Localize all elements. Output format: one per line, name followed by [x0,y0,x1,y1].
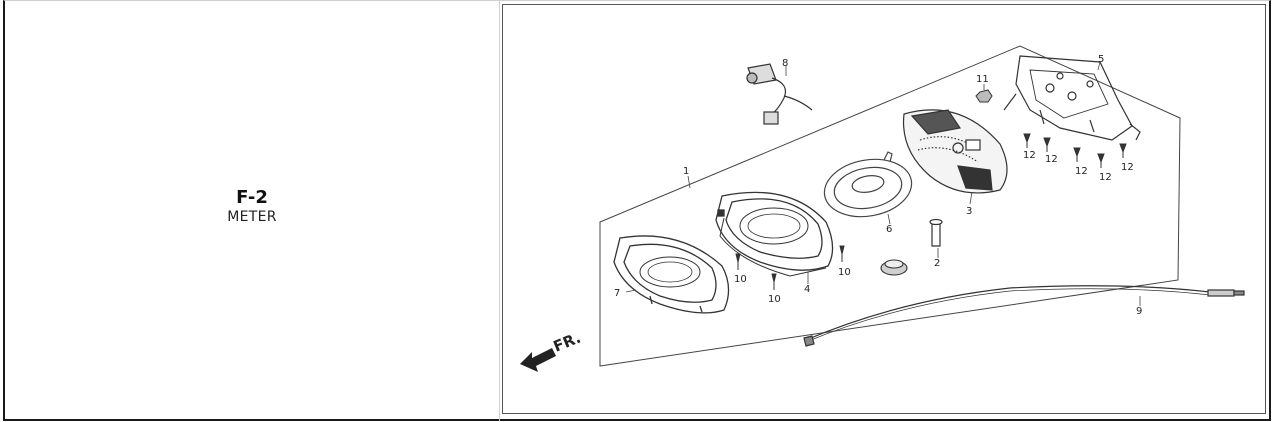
callout-12-a: 12 [1023,150,1036,161]
front-direction-arrow: FR. [520,329,583,372]
callout-numbers: 1 2 3 4 5 6 7 8 9 10 10 10 11 12 12 12 1… [614,54,1142,317]
callout-1: 1 [683,166,689,177]
callout-10-a: 10 [734,274,747,285]
part-3-meter-panel [902,109,1008,194]
front-direction-label: FR. [551,329,584,356]
part-5-rear-housing [1003,55,1141,141]
leader-lines [625,61,1141,306]
callout-12-c: 12 [1075,166,1088,177]
callout-12-d: 12 [1099,172,1112,183]
section-name: METER [227,208,277,225]
parts-diagram-box [502,4,1266,414]
page-frame [3,0,1271,421]
callout-3: 3 [966,206,972,217]
part-6-gasket [823,151,913,218]
part-9-cable [803,285,1245,347]
assembly-outline [599,45,1181,367]
callout-11: 11 [976,74,989,85]
callout-10-c: 10 [838,267,851,278]
screws-10 [735,245,845,290]
callout-4: 4 [804,284,810,295]
part-4-meter-case [715,191,834,277]
callout-8: 8 [782,58,788,69]
callout-2: 2 [934,258,940,269]
screws-12 [1023,133,1127,168]
callout-5: 5 [1098,54,1104,65]
callout-9: 9 [1136,306,1142,317]
callout-12-e: 12 [1121,162,1134,173]
column-divider [499,0,500,421]
part-7-bezel [613,235,730,314]
callout-12-b: 12 [1045,154,1058,165]
part-2-screw [929,218,943,247]
callout-6: 6 [886,224,892,235]
callout-10-b: 10 [768,294,781,305]
section-label-cell: F-2 METER [5,0,499,419]
grommet [880,259,908,276]
section-code: F-2 [236,186,268,208]
part-11-nut [975,89,993,103]
part-8-socket [746,63,813,125]
callout-7: 7 [614,288,620,299]
